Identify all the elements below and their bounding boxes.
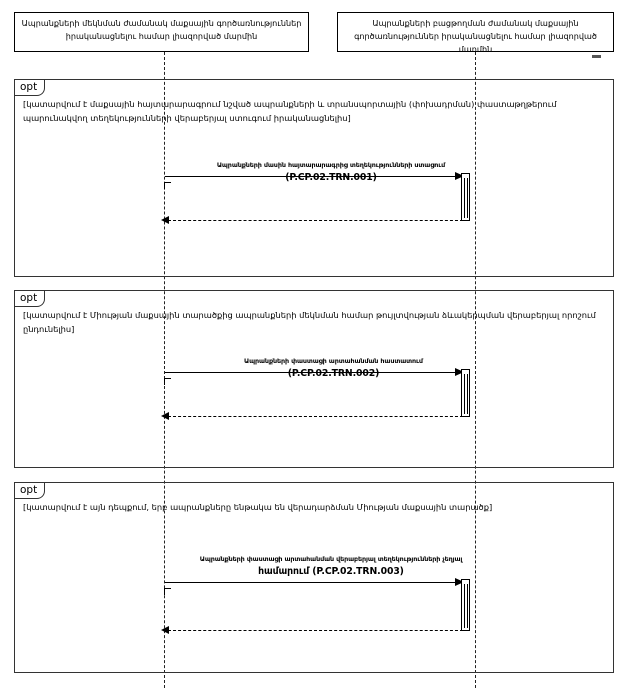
message-2-call-arrowhead (455, 368, 464, 376)
message-3-label: Ապրանքների փաստացի արտահանման վերաբերյալ… (199, 555, 463, 563)
figure-caption (14, 684, 614, 693)
message-1-activation-inner (464, 178, 468, 218)
lifeline-head-release-line-2: գործառնություններ իրականացնելու համար լի… (354, 30, 597, 41)
message-2-call-line (165, 372, 463, 373)
message-2-return-arrowhead (161, 412, 169, 420)
opt-fragment-1[interactable]: opt [կատարվում է մաքսային հայտարարագրում… (14, 79, 614, 277)
message-3-return-arrowhead (161, 626, 169, 634)
stray-artifact-mark (592, 55, 601, 58)
message-3-call-arrowhead (455, 578, 464, 586)
message-1-label-block: Ապրանքների մասին հայտարարագրից տեղեկությ… (186, 161, 476, 185)
lifeline-head-departure-line-2: իրականացնելու համար լիազորված մարմին (65, 30, 258, 41)
message-1-return-line (168, 220, 463, 221)
message-2-label: Ապրանքների փաստացի արտահանման հաստատում (244, 357, 423, 365)
message-3-code: համարում (P.CP.02.TRN.003) (258, 565, 404, 577)
message-1-code: (P.CP.02.TRN.001) (285, 171, 377, 183)
message-2-code: (P.CP.02.TRN.002) (287, 367, 380, 379)
message-3-label-block: Ապրանքների փաստացի արտահանման վերաբերյալ… (176, 555, 486, 579)
message-2-activation-inner (464, 374, 468, 414)
opt-fragment-1-guard: [կատարվում է մաքսային հայտարարագրում նշվ… (23, 99, 557, 123)
message-3-activation-inner (464, 584, 468, 628)
opt-fragment-2-guard: [կատարվում է Միության մաքսային տարածքից … (23, 310, 596, 334)
message-1-call-line (165, 176, 463, 177)
message-1-return-arrowhead (161, 216, 169, 224)
message-1-label: Ապրանքների մասին հայտարարագրից տեղեկությ… (216, 161, 446, 169)
message-2-source-stub (164, 378, 171, 385)
lifeline-head-release-authority[interactable]: Ապրանքների բացթողման ժամանակ մաքսային գո… (337, 12, 614, 52)
message-2-label-block: Ապրանքների փաստացի արտահանման հաստատում … (196, 357, 471, 381)
message-1-source-stub (164, 182, 171, 189)
lifeline-head-departure-line-1: Ապրանքների մեկնման ժամանակ մաքսային գործ… (21, 18, 302, 28)
opt-fragment-1-operator: opt (15, 80, 46, 96)
opt-fragment-2[interactable]: opt [կատարվում է Միության մաքսային տարած… (14, 290, 614, 468)
opt-fragment-3[interactable]: opt [կատարվում է այն դեպքում, երբ ապրանք… (14, 482, 614, 673)
lifeline-head-release-line-3: մարմին (458, 44, 493, 52)
lifeline-head-departure-authority[interactable]: Ապրանքների մեկնման ժամանակ մաքսային գործ… (14, 12, 309, 52)
message-2-return-line (168, 416, 463, 417)
lifeline-release-authority-line (475, 52, 476, 688)
opt-fragment-2-operator: opt (15, 291, 46, 307)
lifeline-head-release-line-1: Ապրանքների բացթողման ժամանակ մաքսային (372, 18, 579, 28)
opt-fragment-3-guard: [կատարվում է այն դեպքում, երբ ապրանքները… (23, 502, 493, 512)
message-3-source-stub (164, 588, 171, 595)
message-1-call-arrowhead (455, 172, 464, 180)
message-3-return-line (168, 630, 463, 631)
opt-fragment-3-operator: opt (15, 483, 46, 499)
message-3-call-line (165, 582, 463, 583)
lifeline-departure-authority-line (164, 52, 165, 688)
